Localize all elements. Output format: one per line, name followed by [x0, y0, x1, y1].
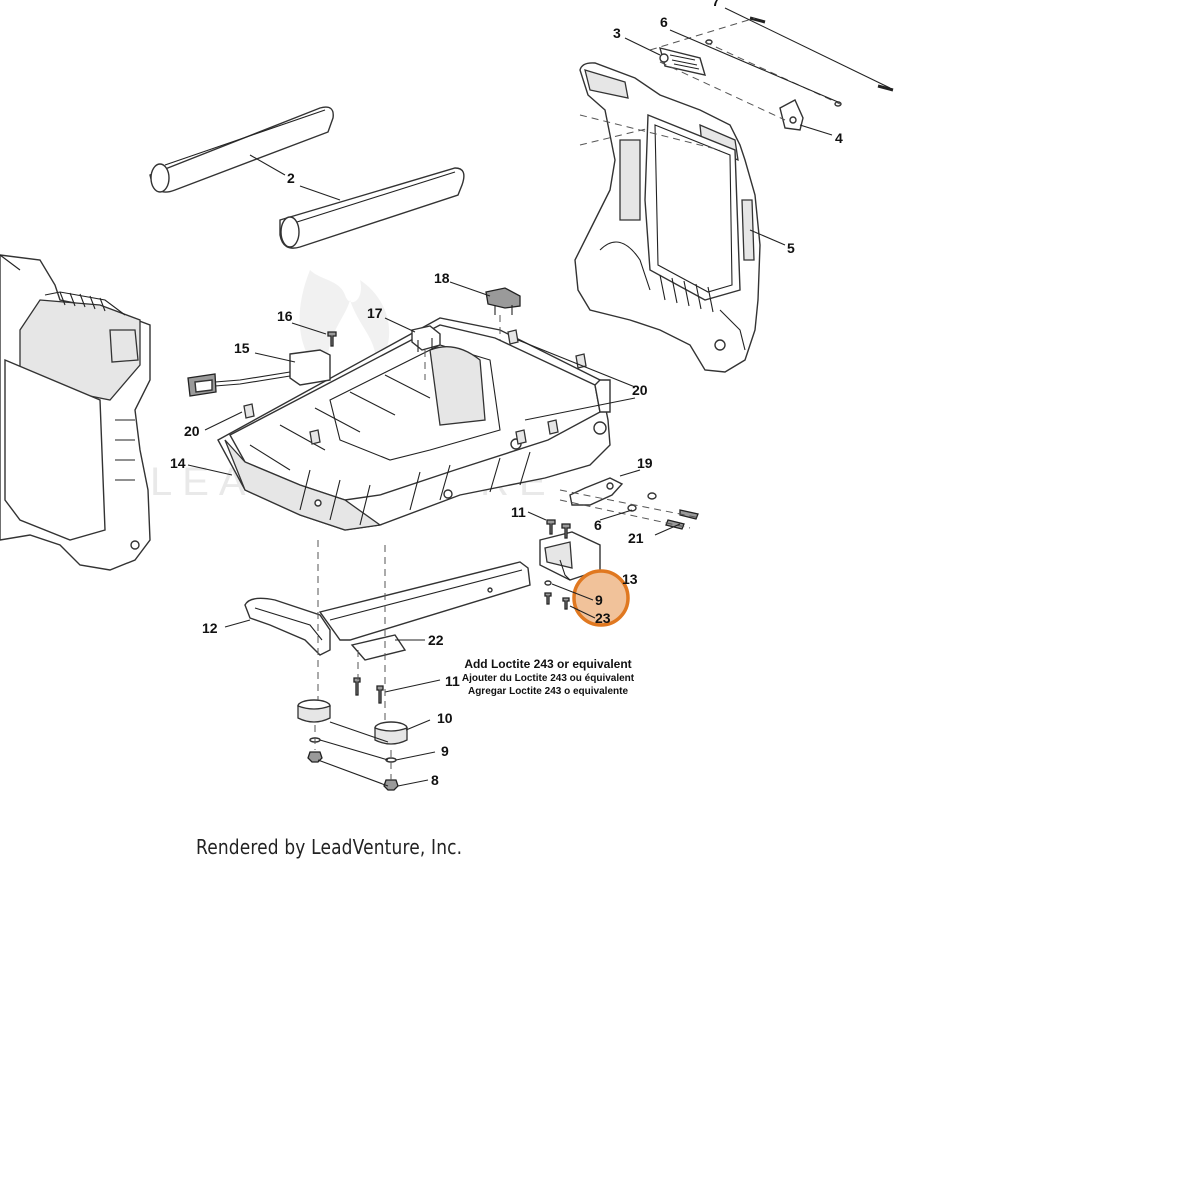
loctite-note: Add Loctite 243 or equivalent Ajouter du…	[462, 657, 635, 697]
highlight-circle	[572, 569, 630, 627]
part-7-bolt	[749, 16, 894, 92]
note-french: Ajouter du Loctite 243 ou équivalent	[462, 673, 635, 684]
part-4-latch	[779, 99, 804, 131]
callout-9-lower: 9	[441, 743, 449, 759]
callout-17: 17	[367, 305, 383, 321]
callout-9-highlight: 9	[595, 592, 603, 608]
callout-18: 18	[434, 270, 450, 286]
part-23-screw	[544, 592, 570, 610]
callout-labels: 7 6 3 4 2 5 18 16 17 15 20 20 14 19 11 6…	[170, 0, 843, 788]
rendered-by-footer: Rendered by LeadVenture, Inc.	[196, 835, 463, 859]
callout-5: 5	[787, 240, 795, 256]
part-3-bracket	[659, 47, 707, 76]
part-21-bolts	[665, 509, 699, 530]
callout-4: 4	[835, 130, 843, 146]
callout-20-right: 20	[632, 382, 648, 398]
part-11-screws-lower	[353, 677, 384, 704]
callout-7: 7	[712, 0, 720, 9]
part-11-screws-upper	[546, 519, 571, 539]
callout-14: 14	[170, 455, 186, 471]
part-16-screw	[327, 331, 337, 347]
callout-8: 8	[431, 772, 439, 788]
callout-10: 10	[437, 710, 453, 726]
callout-12: 12	[202, 620, 218, 636]
part-2-handle-tubes	[149, 106, 465, 249]
callout-6-right: 6	[594, 517, 602, 533]
note-english: Add Loctite 243 or equivalent	[464, 657, 631, 671]
part-18-mount	[485, 287, 521, 315]
callout-19: 19	[637, 455, 653, 471]
callout-3: 3	[613, 25, 621, 41]
part-22-plate	[350, 634, 407, 661]
part-12-handle	[244, 561, 531, 656]
callout-13: 13	[622, 571, 638, 587]
callout-15: 15	[234, 340, 250, 356]
note-spanish: Agregar Loctite 243 o equivalente	[468, 686, 628, 697]
callout-23: 23	[595, 610, 611, 626]
part-19-cover	[569, 477, 624, 506]
callout-20-left: 20	[184, 423, 200, 439]
part-20-clips	[243, 329, 587, 445]
callout-6: 6	[660, 14, 668, 30]
part-6-washers-right	[627, 492, 657, 512]
leader-left-frame	[0, 254, 21, 271]
part-14-base-pan	[217, 317, 611, 531]
part-5-rear-frame	[574, 62, 761, 373]
callout-11-upper: 11	[511, 504, 526, 520]
callout-2: 2	[287, 170, 295, 186]
callout-21: 21	[628, 530, 644, 546]
callout-16: 16	[277, 308, 293, 324]
part-17-bracket	[411, 325, 441, 352]
callout-11-lower: 11	[445, 673, 460, 689]
callout-22: 22	[428, 632, 444, 648]
part-13-handle-bracket	[539, 531, 601, 581]
part-9-washer-small	[544, 580, 552, 586]
part-15-wire-harness	[187, 349, 331, 397]
frame-left-partial	[0, 254, 151, 571]
part-8-nuts	[307, 751, 399, 791]
